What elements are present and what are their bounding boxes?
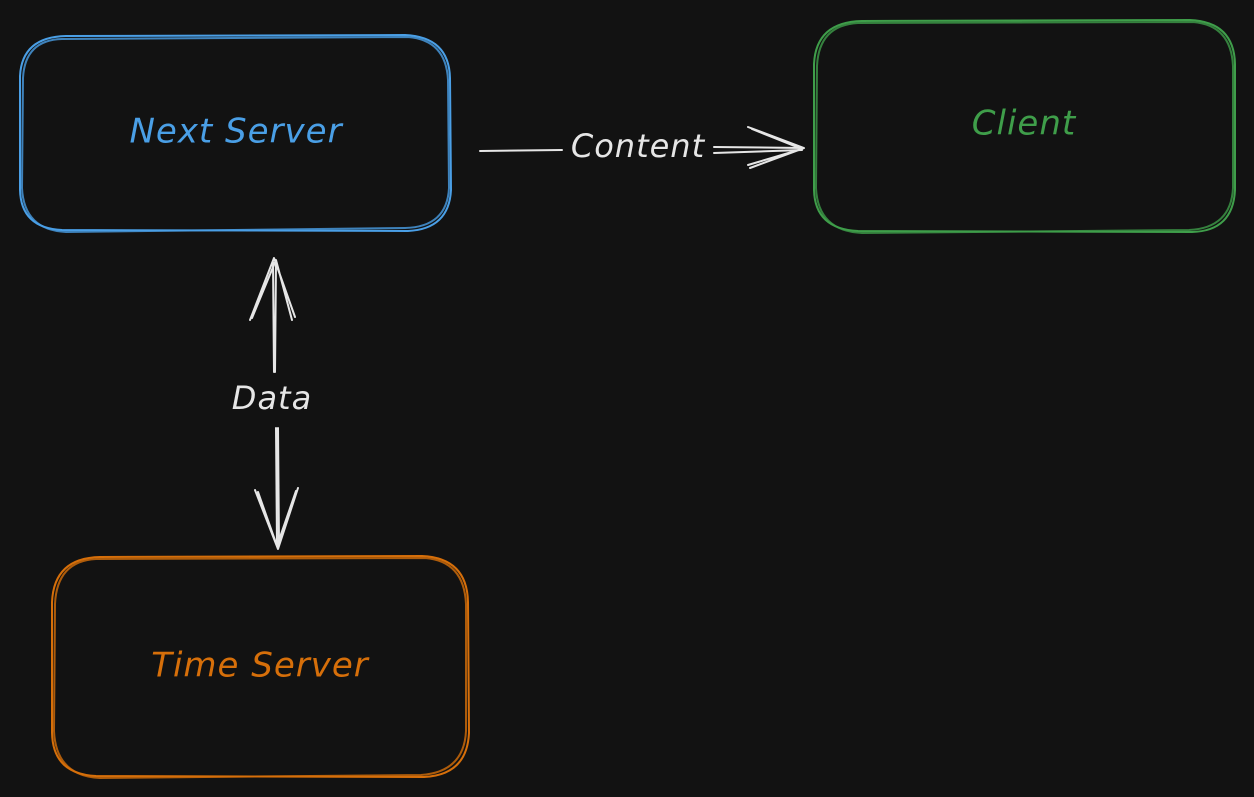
edge-data-line-bottom [275, 427, 280, 547]
node-next-server[interactable]: Next Server [19, 34, 452, 233]
node-client-label: Client [972, 104, 1077, 144]
node-time-server-box [51, 555, 470, 778]
node-client-box [813, 19, 1236, 233]
edge-content-arrowhead [747, 126, 805, 169]
edge-data-arrowhead-up [249, 257, 296, 321]
edge-content[interactable]: Content [479, 126, 805, 169]
edge-content-label: Content [571, 127, 706, 165]
edge-data-label: Data [232, 379, 312, 417]
node-time-server[interactable]: Time Server [51, 555, 470, 779]
edge-content-line-right [713, 146, 804, 154]
edge-data-line-top [272, 261, 277, 373]
edge-data-arrowhead-down [254, 487, 299, 550]
edge-content-line-left [479, 149, 563, 152]
node-client[interactable]: Client [813, 19, 1236, 234]
node-next-server-label: Next Server [129, 112, 343, 152]
edge-data[interactable]: Data [232, 257, 312, 550]
node-time-server-label: Time Server [151, 646, 370, 686]
node-next-server-box [19, 34, 452, 232]
